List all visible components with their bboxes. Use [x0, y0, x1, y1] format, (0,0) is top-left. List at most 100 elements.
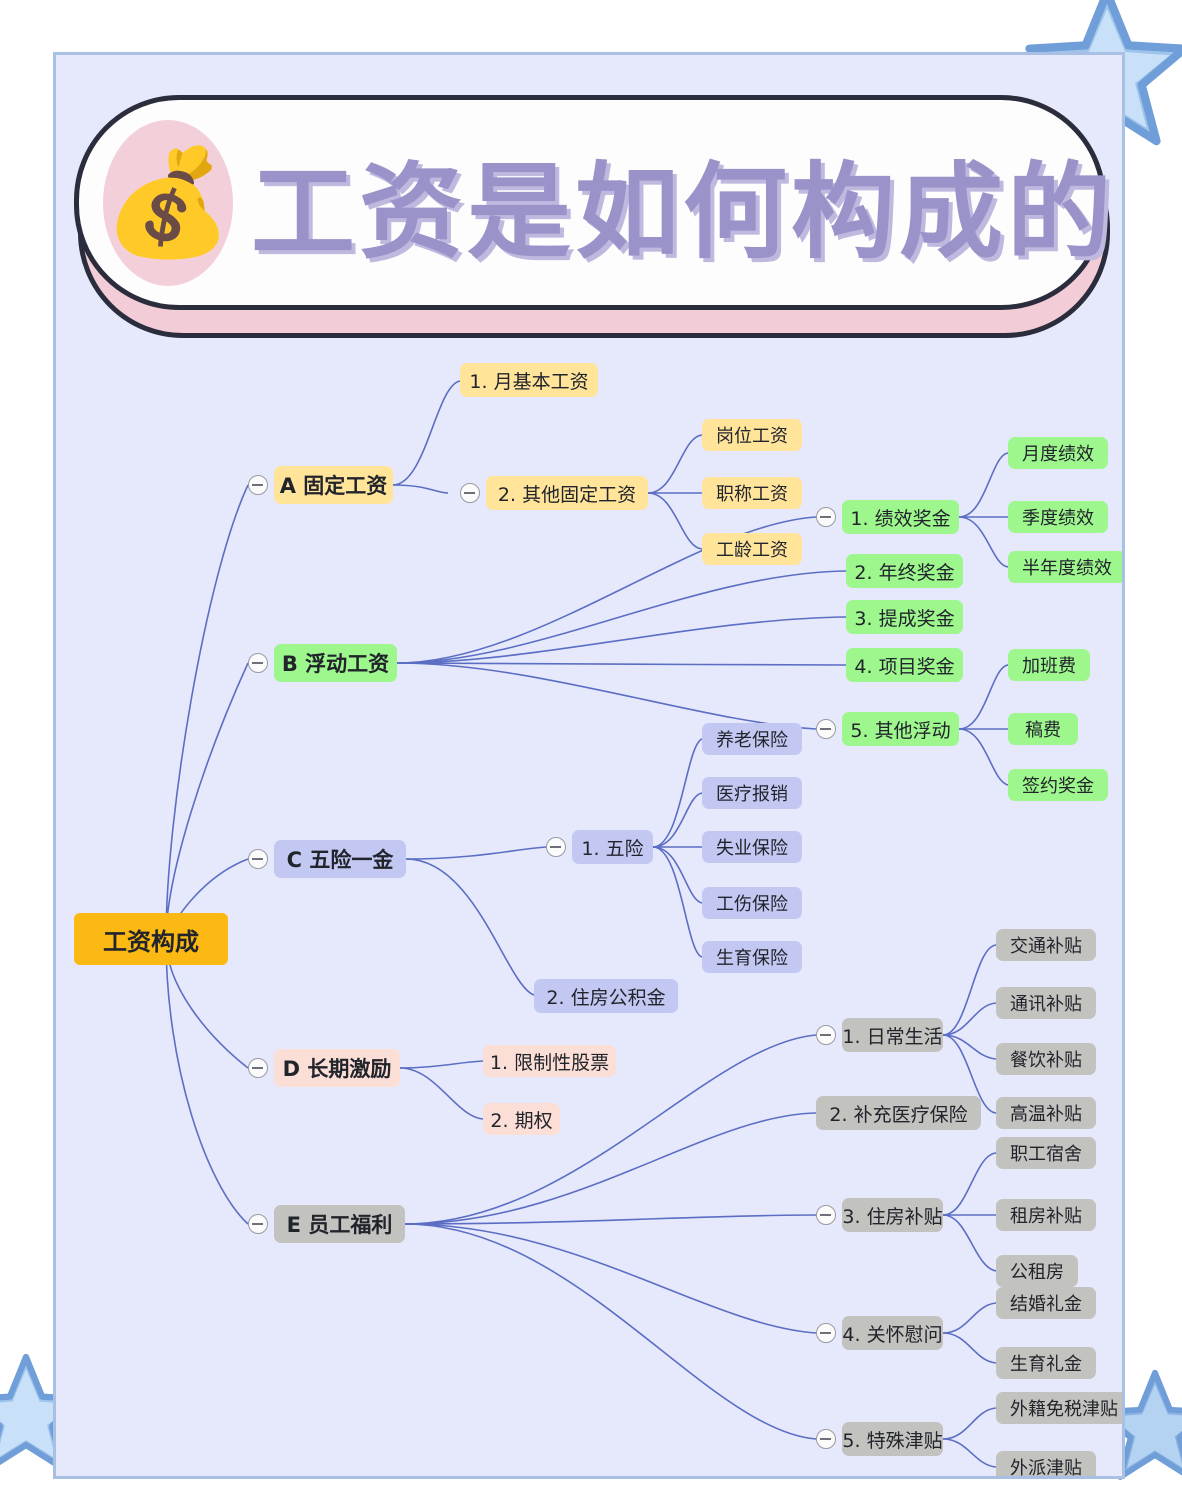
node-e4-label: 4. 关怀慰问 [842, 1323, 943, 1346]
node-e4-child-1-label: 结婚礼金 [1010, 1294, 1082, 1315]
node-b1-child-1-label: 月度绩效 [1022, 444, 1094, 465]
mindmap-root-label: 工资构成 [103, 927, 199, 956]
node-b2-label: 2. 年终奖金 [854, 561, 955, 584]
node-e4-child-1[interactable]: 结婚礼金 [996, 1287, 1096, 1319]
node-b1-child-2[interactable]: 季度绩效 [1008, 501, 1108, 533]
toggle-node-b1[interactable] [816, 507, 836, 527]
node-e3-child-3-label: 公租房 [1010, 1262, 1064, 1283]
toggle-node-e4[interactable] [816, 1323, 836, 1343]
node-b1[interactable]: 1. 绩效奖金 [842, 500, 959, 534]
toggle-node-a2[interactable] [460, 483, 480, 503]
node-b2[interactable]: 2. 年终奖金 [846, 554, 963, 588]
node-e3-child-2[interactable]: 租房补贴 [996, 1199, 1096, 1231]
node-e1-child-2-label: 通讯补贴 [1010, 994, 1082, 1015]
branch-a-node[interactable]: A 固定工资 [274, 466, 393, 504]
toggle-node-e5[interactable] [816, 1429, 836, 1449]
node-e4-child-2-label: 生育礼金 [1010, 1354, 1082, 1375]
node-b5-child-2[interactable]: 稿费 [1008, 713, 1078, 745]
node-c1[interactable]: 1. 五险 [572, 830, 653, 864]
node-a2-child-3[interactable]: 工龄工资 [702, 533, 802, 565]
node-c2[interactable]: 2. 住房公积金 [534, 979, 678, 1013]
node-d2-label: 2. 期权 [490, 1109, 553, 1132]
node-e3[interactable]: 3. 住房补贴 [842, 1198, 943, 1232]
node-a1-label: 1. 月基本工资 [469, 370, 589, 393]
node-e5[interactable]: 5. 特殊津贴 [842, 1422, 943, 1456]
node-b1-child-3[interactable]: 半年度绩效 [1008, 551, 1122, 583]
title-banner: 💰 工资是如何构成的 [74, 87, 1111, 347]
branch-c-label: C 五险一金 [286, 848, 394, 872]
node-c1-child-2-label: 医疗报销 [716, 784, 788, 805]
node-c1-child-4[interactable]: 工伤保险 [702, 887, 802, 919]
node-c1-label: 1. 五险 [581, 837, 644, 860]
node-b1-child-1[interactable]: 月度绩效 [1008, 437, 1108, 469]
money-bag-emoji: 💰 [103, 144, 233, 261]
node-e5-child-1-label: 外籍免税津贴 [1010, 1399, 1118, 1420]
node-a2-child-2[interactable]: 职称工资 [702, 477, 802, 509]
node-a2-child-3-label: 工龄工资 [716, 540, 788, 561]
node-b3[interactable]: 3. 提成奖金 [846, 600, 963, 634]
node-e2[interactable]: 2. 补充医疗保险 [816, 1096, 981, 1130]
node-a2-child-2-label: 职称工资 [716, 484, 788, 505]
node-e1-child-1[interactable]: 交通补贴 [996, 929, 1096, 961]
branch-e-label: E 员工福利 [286, 1213, 393, 1237]
node-b4[interactable]: 4. 项目奖金 [846, 648, 963, 682]
node-e4-child-2[interactable]: 生育礼金 [996, 1347, 1096, 1379]
node-b1-child-3-label: 半年度绩效 [1022, 558, 1112, 579]
toggle-node-e3[interactable] [816, 1205, 836, 1225]
branch-c-node[interactable]: C 五险一金 [274, 840, 406, 878]
node-e5-label: 5. 特殊津贴 [842, 1429, 943, 1452]
node-e1-child-4[interactable]: 高温补贴 [996, 1097, 1096, 1129]
node-e5-child-2-label: 外派津贴 [1010, 1458, 1082, 1479]
node-e1-child-1-label: 交通补贴 [1010, 936, 1082, 957]
node-b5-child-2-label: 稿费 [1025, 720, 1061, 741]
banner-front-layer: 💰 工资是如何构成的 [74, 95, 1111, 310]
toggle-node-b5[interactable] [816, 719, 836, 739]
node-c1-child-5-label: 生育保险 [716, 948, 788, 969]
content-panel: 💰 工资是如何构成的 [53, 52, 1125, 1479]
node-e3-child-1[interactable]: 职工宿舍 [996, 1137, 1096, 1169]
node-e5-child-1[interactable]: 外籍免税津贴 [996, 1392, 1122, 1424]
toggle-branch-b[interactable] [248, 653, 268, 673]
node-c1-child-2[interactable]: 医疗报销 [702, 777, 802, 809]
node-e1-child-2[interactable]: 通讯补贴 [996, 987, 1096, 1019]
toggle-node-c1[interactable] [546, 837, 566, 857]
node-e5-child-2[interactable]: 外派津贴 [996, 1451, 1096, 1479]
branch-b-node[interactable]: B 浮动工资 [274, 644, 397, 682]
node-d1[interactable]: 1. 限制性股票 [483, 1045, 616, 1077]
node-c1-child-1[interactable]: 养老保险 [702, 723, 802, 755]
node-b5-child-3[interactable]: 签约奖金 [1008, 769, 1108, 801]
branch-d-node[interactable]: D 长期激励 [274, 1049, 400, 1087]
node-a1[interactable]: 1. 月基本工资 [460, 363, 598, 397]
node-e2-label: 2. 补充医疗保险 [829, 1103, 968, 1126]
mindmap: 工资构成 A 固定工资 1. 月基本工资 2. 其他固定工资 岗位工资 职称工资… [56, 55, 1122, 1479]
toggle-branch-c[interactable] [248, 849, 268, 869]
toggle-branch-a[interactable] [248, 475, 268, 495]
node-d1-label: 1. 限制性股票 [489, 1051, 610, 1074]
node-c1-child-3[interactable]: 失业保险 [702, 831, 802, 863]
node-e1-label: 1. 日常生活 [842, 1025, 943, 1048]
node-c2-label: 2. 住房公积金 [546, 986, 666, 1009]
branch-e-node[interactable]: E 员工福利 [274, 1205, 405, 1243]
node-d2[interactable]: 2. 期权 [483, 1103, 560, 1135]
node-e1[interactable]: 1. 日常生活 [842, 1018, 943, 1052]
toggle-node-e1[interactable] [816, 1025, 836, 1045]
node-e1-child-3[interactable]: 餐饮补贴 [996, 1043, 1096, 1075]
node-a2[interactable]: 2. 其他固定工资 [486, 476, 648, 510]
node-b5[interactable]: 5. 其他浮动 [842, 712, 959, 746]
node-b4-label: 4. 项目奖金 [854, 655, 955, 678]
branch-d-label: D 长期激励 [282, 1057, 392, 1081]
node-a2-child-1[interactable]: 岗位工资 [702, 419, 802, 451]
mindmap-root-node[interactable]: 工资构成 [74, 913, 228, 965]
toggle-branch-e[interactable] [248, 1214, 268, 1234]
node-b5-child-1-label: 加班费 [1022, 656, 1076, 677]
node-a2-child-1-label: 岗位工资 [716, 426, 788, 447]
node-e3-child-2-label: 租房补贴 [1010, 1206, 1082, 1227]
node-b5-child-1[interactable]: 加班费 [1008, 649, 1090, 681]
toggle-branch-d[interactable] [248, 1058, 268, 1078]
node-e3-child-1-label: 职工宿舍 [1010, 1144, 1082, 1165]
node-e4[interactable]: 4. 关怀慰问 [842, 1316, 943, 1350]
node-e3-child-3[interactable]: 公租房 [996, 1255, 1078, 1287]
mindmap-edges [165, 380, 1009, 1468]
node-c1-child-5[interactable]: 生育保险 [702, 941, 802, 973]
